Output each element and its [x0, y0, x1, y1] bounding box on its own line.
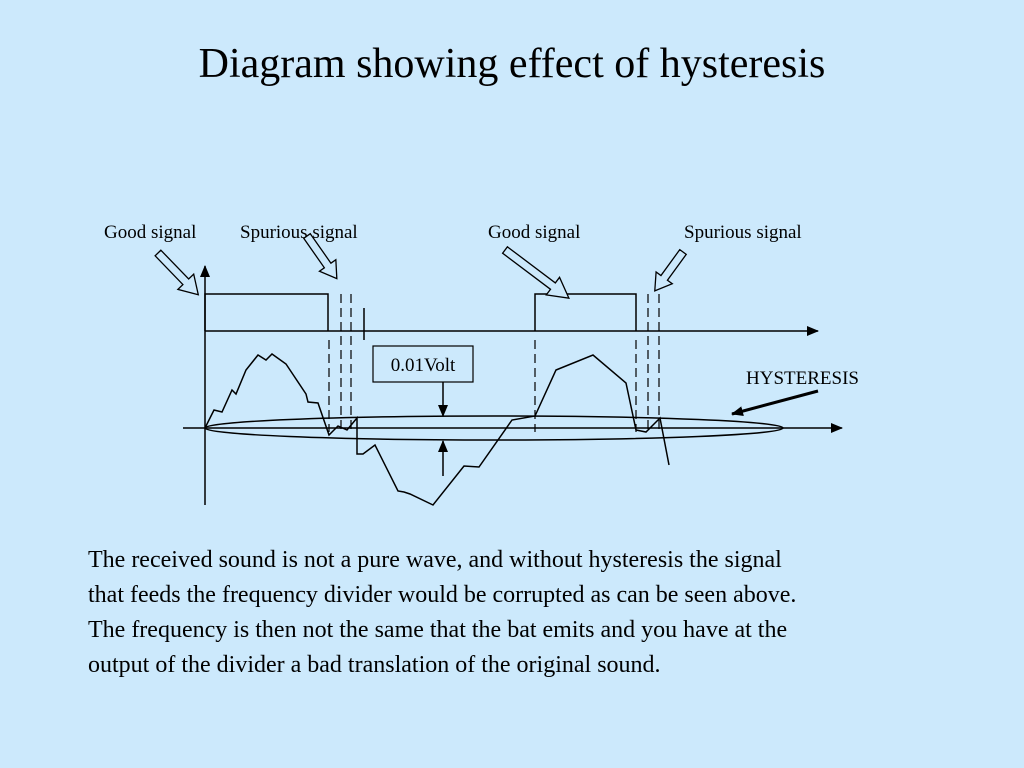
output-pulse-1 — [204, 293, 329, 331]
explanation-text: The received sound is not a pure wave, a… — [88, 543, 958, 683]
threshold-label: 0.01Volt — [391, 355, 456, 376]
good-signal-label-2: Good signal — [488, 222, 580, 243]
spurious-signal-pointer-2 — [654, 248, 688, 292]
hysteresis-arrow — [731, 389, 819, 416]
output-pulse-2 — [534, 293, 637, 331]
explanation-line: The received sound is not a pure wave, a… — [88, 547, 782, 573]
spurious-signal-label-1: Spurious signal — [240, 222, 358, 243]
hysteresis-label: HYSTERESIS — [746, 368, 859, 389]
threshold-box — [372, 345, 474, 383]
slide-title: Diagram showing effect of hysteresis — [198, 41, 826, 87]
explanation-line: output of the divider a bad translation … — [88, 652, 661, 678]
explanation-line: The frequency is then not the same that … — [88, 617, 788, 643]
spurious-signal-pointer-1 — [302, 232, 338, 280]
spurious-spikes-1 — [328, 294, 660, 432]
spurious-signal-label-2: Spurious signal — [684, 222, 802, 243]
good-signal-label-1: Good signal — [104, 222, 196, 243]
explanation-line: that feeds the frequency divider would b… — [88, 582, 797, 608]
received-signal — [204, 353, 670, 506]
good-signal-pointer-1 — [154, 249, 200, 296]
good-signal-pointer-2 — [501, 245, 570, 299]
